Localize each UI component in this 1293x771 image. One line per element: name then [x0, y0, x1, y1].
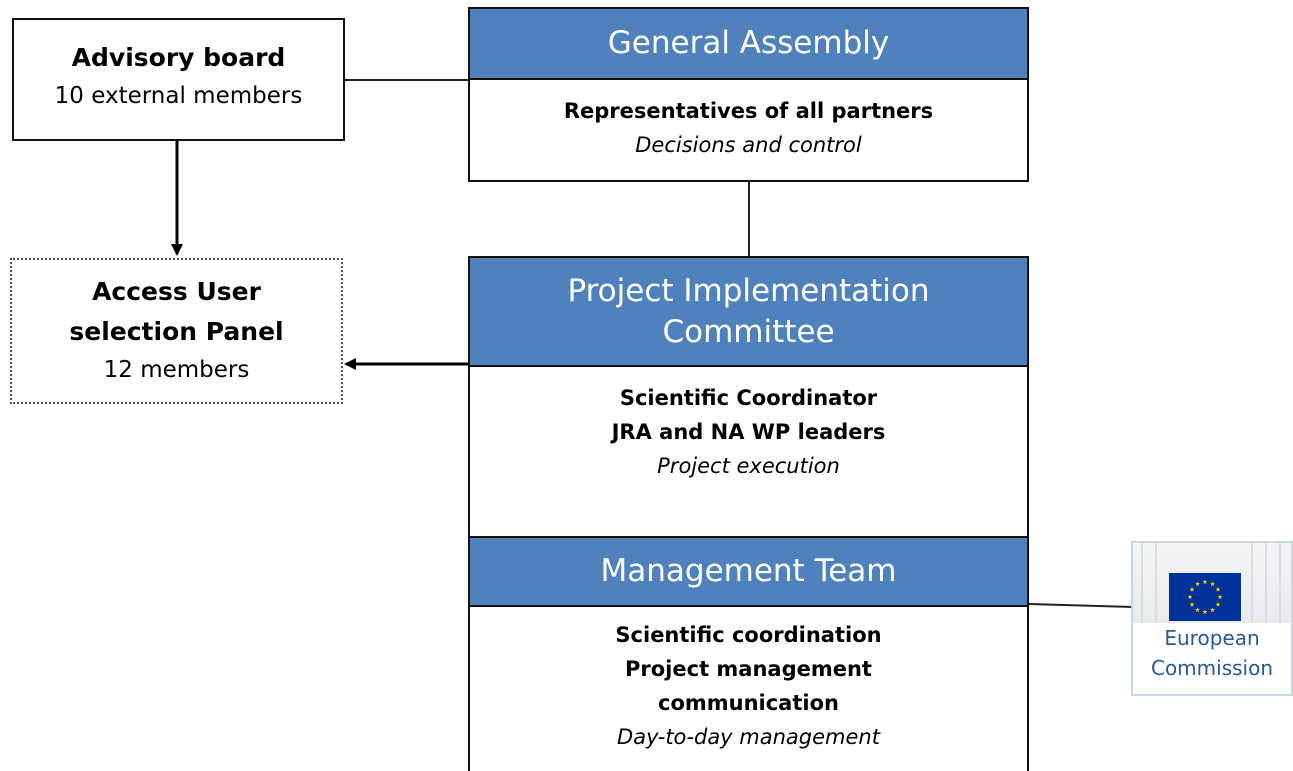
management-team-title: Management Team	[600, 553, 897, 590]
connector-management-to-commission	[1028, 603, 1134, 608]
access-panel-title-line1: Access User	[92, 277, 261, 306]
eu-star	[1202, 609, 1208, 615]
eu-star	[1189, 601, 1195, 607]
eu-star	[1202, 579, 1208, 585]
eu-star	[1195, 581, 1200, 587]
eu-star	[1210, 607, 1215, 613]
general-assembly-title: General Assembly	[607, 25, 890, 62]
ec-label-line2: Commission	[1150, 656, 1274, 680]
committee-title-line1: Project Implementation	[567, 273, 930, 310]
committee-line1: Scientific Coordinator	[619, 386, 878, 410]
management-team-line3: communication	[658, 691, 839, 715]
general-assembly-line2: Decisions and control	[635, 133, 862, 157]
eu-star	[1217, 594, 1223, 600]
management-team-box: Management Team Scientific coordination …	[468, 536, 1029, 771]
eu-star	[1215, 586, 1221, 592]
general-assembly-content: Representatives of all partners Decision…	[470, 80, 1027, 162]
eu-star	[1210, 581, 1215, 587]
advisory-board-subtitle: 10 external members	[54, 83, 303, 109]
access-panel-title-line2: selection Panel	[69, 317, 284, 346]
management-team-line1: Scientific coordination	[615, 623, 882, 647]
general-assembly-header: General Assembly	[470, 9, 1027, 80]
eu-stars	[1187, 579, 1223, 615]
committee-content: Scientific Coordinator JRA and NA WP lea…	[470, 367, 1027, 483]
access-panel-subtitle: 12 members	[103, 357, 250, 383]
management-team-line2: Project management	[625, 657, 872, 681]
committee-header: Project Implementation Committee	[470, 258, 1027, 367]
eu-star	[1195, 607, 1200, 613]
advisory-board-box: Advisory board 10 external members	[12, 18, 345, 141]
general-assembly-line1: Representatives of all partners	[563, 99, 934, 123]
eu-flag-icon	[1169, 573, 1241, 621]
committee-title-line2: Committee	[662, 313, 835, 350]
management-team-header: Management Team	[470, 538, 1027, 607]
management-team-line4: Day-to-day management	[617, 725, 880, 749]
access-panel-box: Access User selection Panel 12 members	[10, 258, 343, 404]
advisory-board-title: Advisory board	[71, 43, 286, 72]
general-assembly-box: General Assembly Representatives of all …	[468, 7, 1029, 182]
eu-star	[1189, 586, 1195, 592]
eu-star	[1215, 601, 1221, 607]
ec-label-line1: European	[1164, 626, 1260, 650]
management-team-content: Scientific coordination Project manageme…	[470, 607, 1027, 754]
eu-star	[1187, 594, 1193, 600]
project-implementation-committee-box: Project Implementation Committee Scienti…	[468, 256, 1029, 538]
committee-line3: Project execution	[657, 454, 840, 478]
european-commission-logo: European Commission	[1131, 541, 1293, 696]
committee-line2: JRA and NA WP leaders	[611, 420, 886, 444]
ec-label: European Commission	[1133, 623, 1291, 683]
